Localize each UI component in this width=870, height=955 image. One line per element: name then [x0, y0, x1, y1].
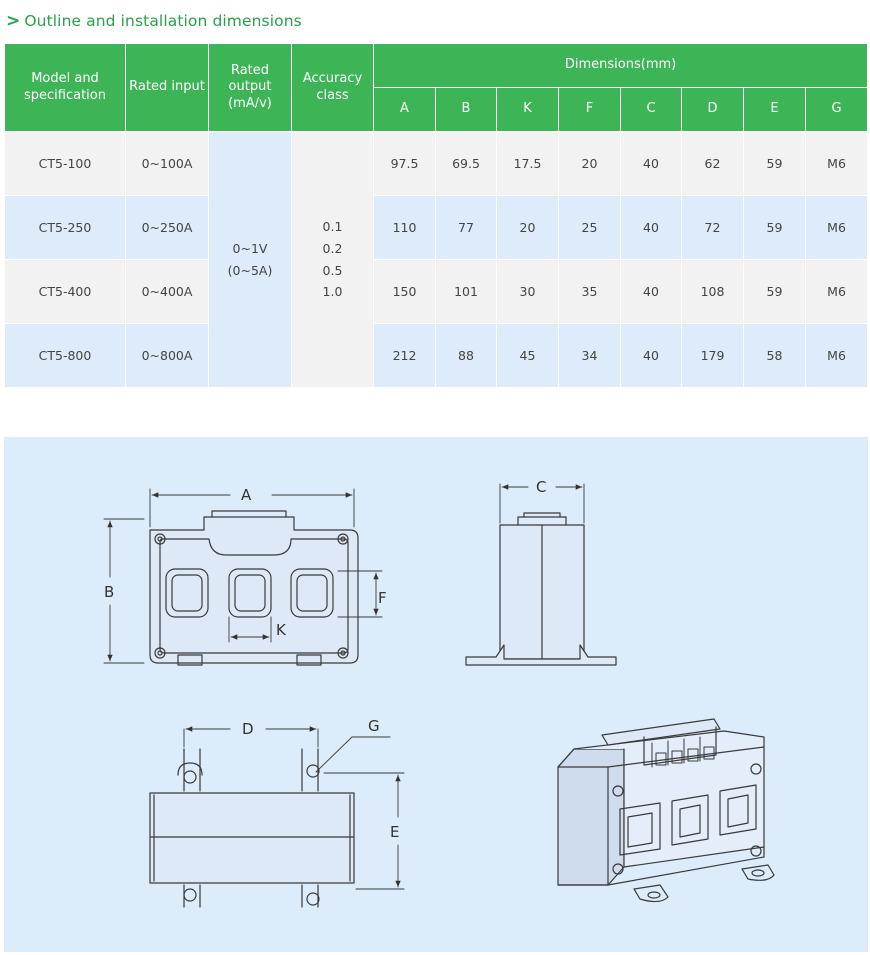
header-dimensions: Dimensions(mm) [372, 43, 869, 88]
header-dim-b: B [435, 87, 497, 132]
section-title: > Outline and installation dimensions [6, 10, 302, 32]
cell-dim: 97.5 [373, 131, 436, 196]
technical-drawing-panel: A B F K C [4, 437, 868, 952]
label-c: C [536, 478, 546, 496]
cell-dim: 72 [681, 195, 744, 260]
cell-dim: 110 [373, 195, 436, 260]
cell-dim: 59 [743, 195, 806, 260]
header-dim-e: E [743, 87, 806, 132]
cell-input: 0~800A [125, 323, 209, 388]
header-dim-d: D [681, 87, 744, 132]
cell-dim: 40 [620, 195, 682, 260]
header-dim-g: G [804, 87, 869, 132]
cell-input: 0~400A [125, 259, 209, 324]
label-f: F [378, 589, 387, 607]
label-b: B [104, 583, 114, 601]
cell-dim: 69.5 [435, 131, 497, 196]
cell-rated-output: 0~1V(0~5A) [208, 131, 292, 388]
cell-dim: 101 [435, 259, 497, 324]
cell-model: CT5-800 [4, 323, 126, 388]
header-dim-c: C [620, 87, 682, 132]
table-row: CT5-400 0~400A 150 101 30 35 40 108 59 M… [4, 259, 869, 324]
cell-dim: 58 [743, 323, 806, 388]
cell-dim: 40 [620, 323, 682, 388]
label-d: D [242, 720, 254, 738]
cell-dim: 30 [496, 259, 559, 324]
cell-dim: 20 [558, 131, 621, 196]
cell-dim: 150 [373, 259, 436, 324]
label-g: G [368, 717, 380, 735]
label-a: A [241, 486, 252, 504]
cell-dim: 59 [743, 131, 806, 196]
header-dim-a: A [373, 87, 436, 132]
front-view [103, 488, 383, 666]
label-e: E [390, 823, 399, 841]
bottom-view [149, 726, 405, 908]
cell-dim: M6 [804, 323, 869, 388]
cell-dim: 40 [620, 259, 682, 324]
cell-dim: 108 [681, 259, 744, 324]
cell-model: CT5-400 [4, 259, 126, 324]
cell-input: 0~100A [125, 131, 209, 196]
cell-dim: 59 [743, 259, 806, 324]
cell-dim: 179 [681, 323, 744, 388]
chevron-right-icon: > [6, 11, 21, 31]
header-dim-f: F [558, 87, 621, 132]
cell-dim: 34 [558, 323, 621, 388]
cell-dim: 17.5 [496, 131, 559, 196]
section-title-text: Outline and installation dimensions [24, 12, 302, 30]
cell-dim: 77 [435, 195, 497, 260]
header-rated-input: Rated input [125, 43, 209, 132]
cell-input: 0~250A [125, 195, 209, 260]
side-view [465, 483, 617, 666]
cell-dim: M6 [804, 131, 869, 196]
table-row: CT5-800 0~800A 212 88 45 34 40 179 58 M6 [4, 323, 869, 388]
cell-dim: M6 [804, 195, 869, 260]
cell-dim: 62 [681, 131, 744, 196]
cell-dim: 40 [620, 131, 682, 196]
cell-dim: 45 [496, 323, 559, 388]
cell-dim: 88 [435, 323, 497, 388]
cell-dim: 25 [558, 195, 621, 260]
cell-model: CT5-100 [4, 131, 126, 196]
header-dim-k: K [496, 87, 559, 132]
table-row: CT5-250 0~250A 110 77 20 25 40 72 59 M6 [4, 195, 869, 260]
cell-model: CT5-250 [4, 195, 126, 260]
cell-dim: 212 [373, 323, 436, 388]
cell-dim: M6 [804, 259, 869, 324]
label-k: K [276, 621, 287, 639]
cell-dim: 20 [496, 195, 559, 260]
cell-dim: 35 [558, 259, 621, 324]
isometric-view [557, 718, 775, 903]
technical-drawing: A B F K C [103, 478, 775, 908]
